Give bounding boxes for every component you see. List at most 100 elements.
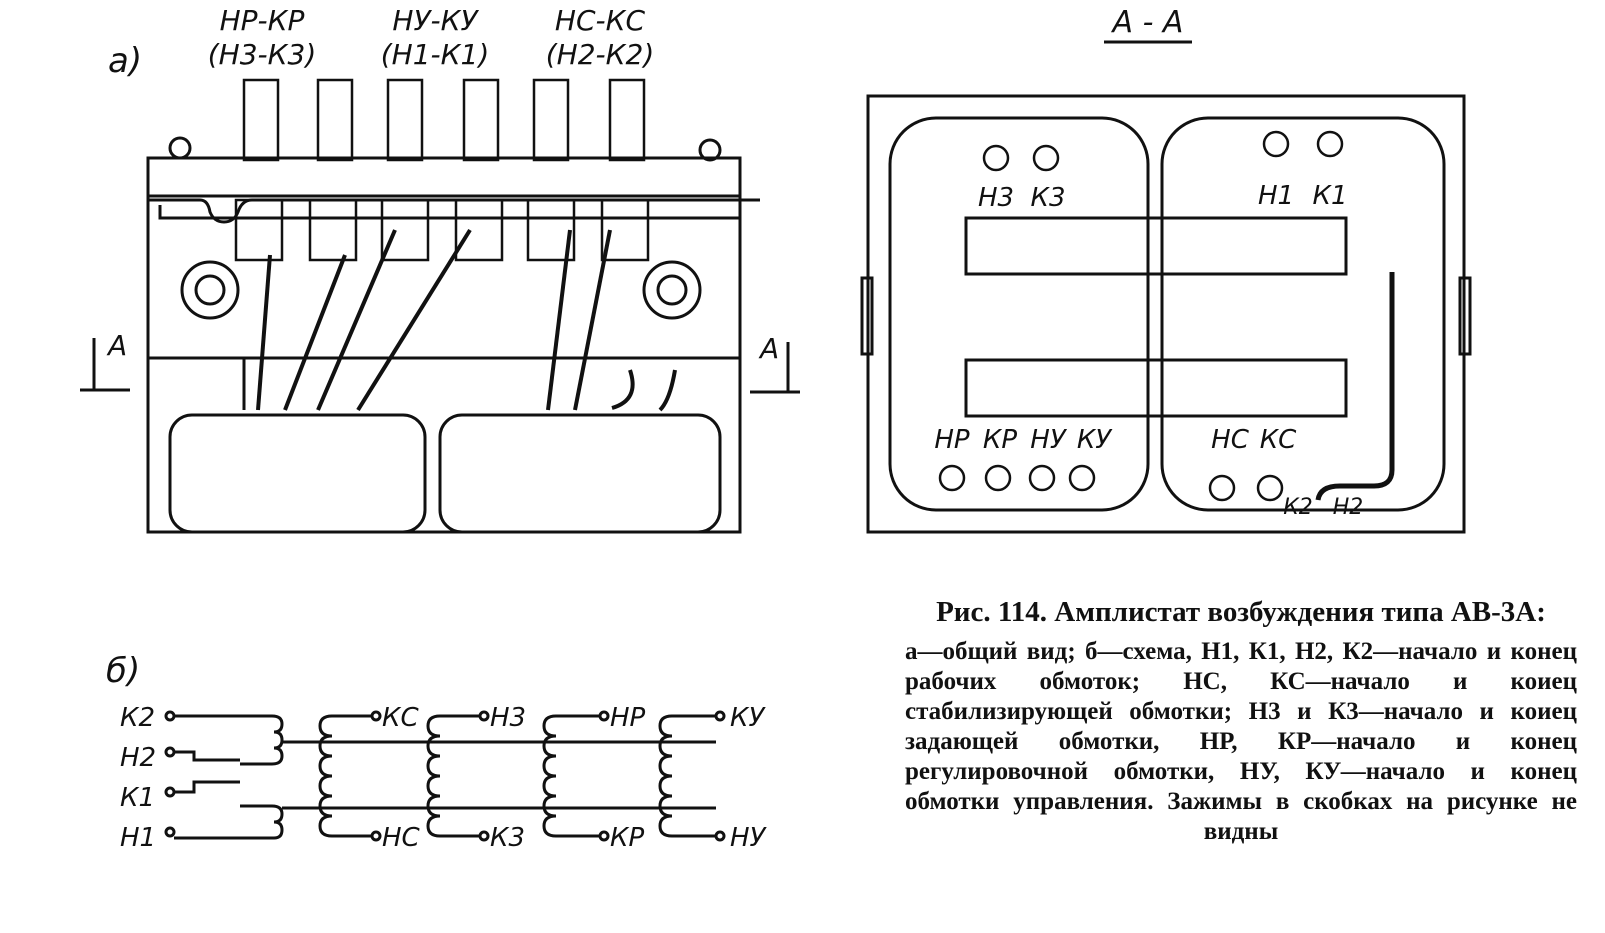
hex-nut-right: [642, 260, 702, 320]
panel-label-a: а): [108, 41, 142, 81]
lug-right: [1458, 276, 1472, 356]
bottom-label-kr: КР: [610, 823, 644, 853]
section-mark-left: А: [106, 329, 127, 362]
corner-screw-left: [168, 136, 192, 160]
h2-lead: [174, 750, 240, 762]
terminal-lower-5: [526, 198, 576, 262]
left-label-h2: Н2: [120, 743, 156, 773]
lead-1: [256, 254, 272, 411]
bottom-label-k3: К3: [490, 823, 525, 853]
terminal-lower-2: [308, 198, 358, 262]
lead-2: [283, 254, 347, 411]
terminal-6: [608, 78, 646, 162]
lug-left: [860, 276, 874, 356]
terminal-1: [242, 78, 280, 162]
terminal-lower-1: [234, 198, 284, 262]
terminal-lower-4: [454, 198, 504, 262]
terminal-group-2-top: НУ-КУ: [392, 4, 479, 37]
term-ks: [1256, 474, 1284, 502]
lead-k2-h2: [1315, 272, 1395, 501]
terminal-group-3-top: НС-КС: [555, 4, 646, 37]
left-window: [888, 116, 1150, 512]
work-winding-2: [174, 714, 284, 766]
terminal-3: [386, 78, 424, 162]
upper-bar: [964, 216, 1348, 276]
label-hs: НС: [1211, 425, 1250, 455]
label-ks: КС: [1260, 425, 1297, 455]
lead-8: [658, 369, 677, 412]
hex-nut-left: [180, 260, 240, 320]
terminal-5: [532, 78, 570, 162]
term-h1: [1262, 130, 1290, 158]
label-h2: Н2: [1333, 495, 1364, 520]
terminal-2: [316, 78, 354, 162]
top-label-ku: КУ: [730, 703, 766, 733]
wavy-insulator: [148, 198, 760, 224]
left-label-h1: Н1: [120, 823, 156, 853]
label-ku: КУ: [1077, 425, 1113, 455]
label-k2: К2: [1283, 495, 1313, 520]
lead-3: [316, 229, 397, 411]
view-a: а) НР-КР (Н3-К3) НУ-КУ (Н1-К1) НС-КС (Н2…: [80, 4, 800, 534]
term-k1: [1316, 130, 1344, 158]
terminal-lower-6: [600, 198, 650, 262]
schematic: б) К2 Н2 К1 Н1 КС Н3 НР КУ НС К3 КР НУ: [106, 651, 768, 853]
label-k1: К1: [1312, 181, 1347, 211]
caption-title: Рис. 114. Амплистат возбуждения типа АВ-…: [936, 596, 1546, 628]
term-hs: [1208, 474, 1236, 502]
top-label-hr: НР: [610, 703, 646, 733]
lead-6: [573, 229, 612, 411]
term-hu: [1028, 464, 1056, 492]
lead-7: [611, 369, 635, 410]
k1-lead: [174, 780, 240, 794]
term-ku: [1068, 464, 1096, 492]
left-label-k1: К1: [120, 783, 155, 813]
winding-s: [318, 714, 372, 838]
lower-wave: [158, 205, 742, 220]
term-h3: [982, 144, 1010, 172]
left-label-k2: К2: [120, 703, 155, 733]
winding-u: [658, 714, 716, 838]
term-k3: [1032, 144, 1060, 172]
top-label-ks: КС: [382, 703, 419, 733]
lead-5: [546, 229, 572, 411]
hex-nut-right-inner: [656, 274, 688, 306]
section-terminals: [938, 130, 1344, 502]
terminal-4: [462, 78, 500, 162]
label-kr: КР: [983, 425, 1017, 455]
label-hu: НУ: [1030, 425, 1068, 455]
work-winding-1: [174, 804, 284, 840]
winding-r: [542, 714, 600, 838]
amplistat-body: [146, 194, 742, 534]
label-h1: Н1: [1258, 181, 1294, 211]
caption-body: а—общий вид; б—схема, Н1, К1, Н2, К2—нач…: [905, 638, 1577, 845]
hex-nut-left-inner: [194, 274, 226, 306]
coil-right: [438, 413, 722, 534]
section-frame: [866, 94, 1466, 534]
label-h3: Н3: [978, 183, 1014, 213]
terminal-lower-3: [380, 198, 430, 262]
label-hr: НР: [934, 425, 970, 455]
terminal-group-1-bottom: (Н3-К3): [208, 38, 317, 71]
term-kr: [984, 464, 1012, 492]
top-plate: [146, 156, 742, 198]
label-k3: К3: [1030, 183, 1065, 213]
panel-label-b: б): [106, 651, 140, 691]
top-label-h3: Н3: [490, 703, 526, 733]
term-hr: [938, 464, 966, 492]
lead-4: [356, 228, 472, 412]
winding-3: [426, 714, 480, 838]
bottom-label-hs: НС: [382, 823, 421, 853]
figure-caption: Рис. 114. Амплистат возбуждения типа АВ-…: [905, 595, 1577, 847]
leads: [256, 228, 677, 412]
bottom-label-hu: НУ: [730, 823, 768, 853]
terminal-group-3-bottom: (Н2-К2): [546, 38, 655, 71]
terminals: [234, 78, 650, 262]
right-window: [1160, 116, 1446, 512]
view-aa: А - А Н3 К3 Н1 К1 НР КР НУ КУ Н: [860, 5, 1472, 534]
lower-bar: [964, 358, 1348, 418]
coil-left: [168, 413, 427, 534]
section-title: А - А: [1111, 5, 1184, 40]
terminal-group-1-top: НР-КР: [220, 4, 305, 37]
